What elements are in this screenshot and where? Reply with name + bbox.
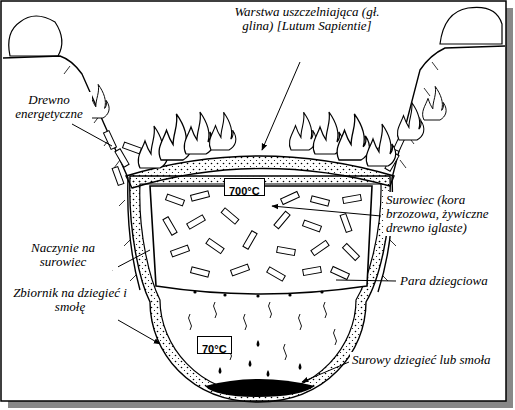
rock [440, 7, 502, 44]
temperature-value: 700°C [229, 185, 260, 197]
raw-material-vessel [150, 186, 372, 294]
part-label: Para dziegciowa [398, 273, 490, 289]
part-label: Warstwa uszczelniająca (gł. glina) [Lutu… [232, 4, 382, 34]
part-label: Drewno energetyczne [6, 92, 92, 122]
rock [9, 16, 62, 56]
tar-vapour [189, 302, 337, 360]
pit-wall [3, 56, 140, 290]
fire [86, 84, 447, 168]
part-label: Zbiornik na dziegieć i smołę [10, 285, 130, 315]
raw-material [163, 191, 361, 281]
clay-wall [130, 176, 390, 402]
pit-wall [378, 46, 505, 292]
vessel-holes [193, 290, 323, 297]
temperature-value: 70°C [202, 343, 227, 355]
temperature-box: 700°C [224, 178, 265, 196]
tar-container [140, 184, 381, 393]
part-label: Surowiec (kora brzozowa, żywiczne drewno… [384, 192, 504, 236]
leader-lines [72, 62, 396, 382]
part-label: Naczynie na surowiec [8, 240, 118, 270]
temperature-box: 70°C [197, 336, 232, 354]
part-label: Surowy dziegieć lub smoła [350, 352, 493, 368]
frame [1, 1, 506, 401]
raw-tar [205, 379, 315, 397]
